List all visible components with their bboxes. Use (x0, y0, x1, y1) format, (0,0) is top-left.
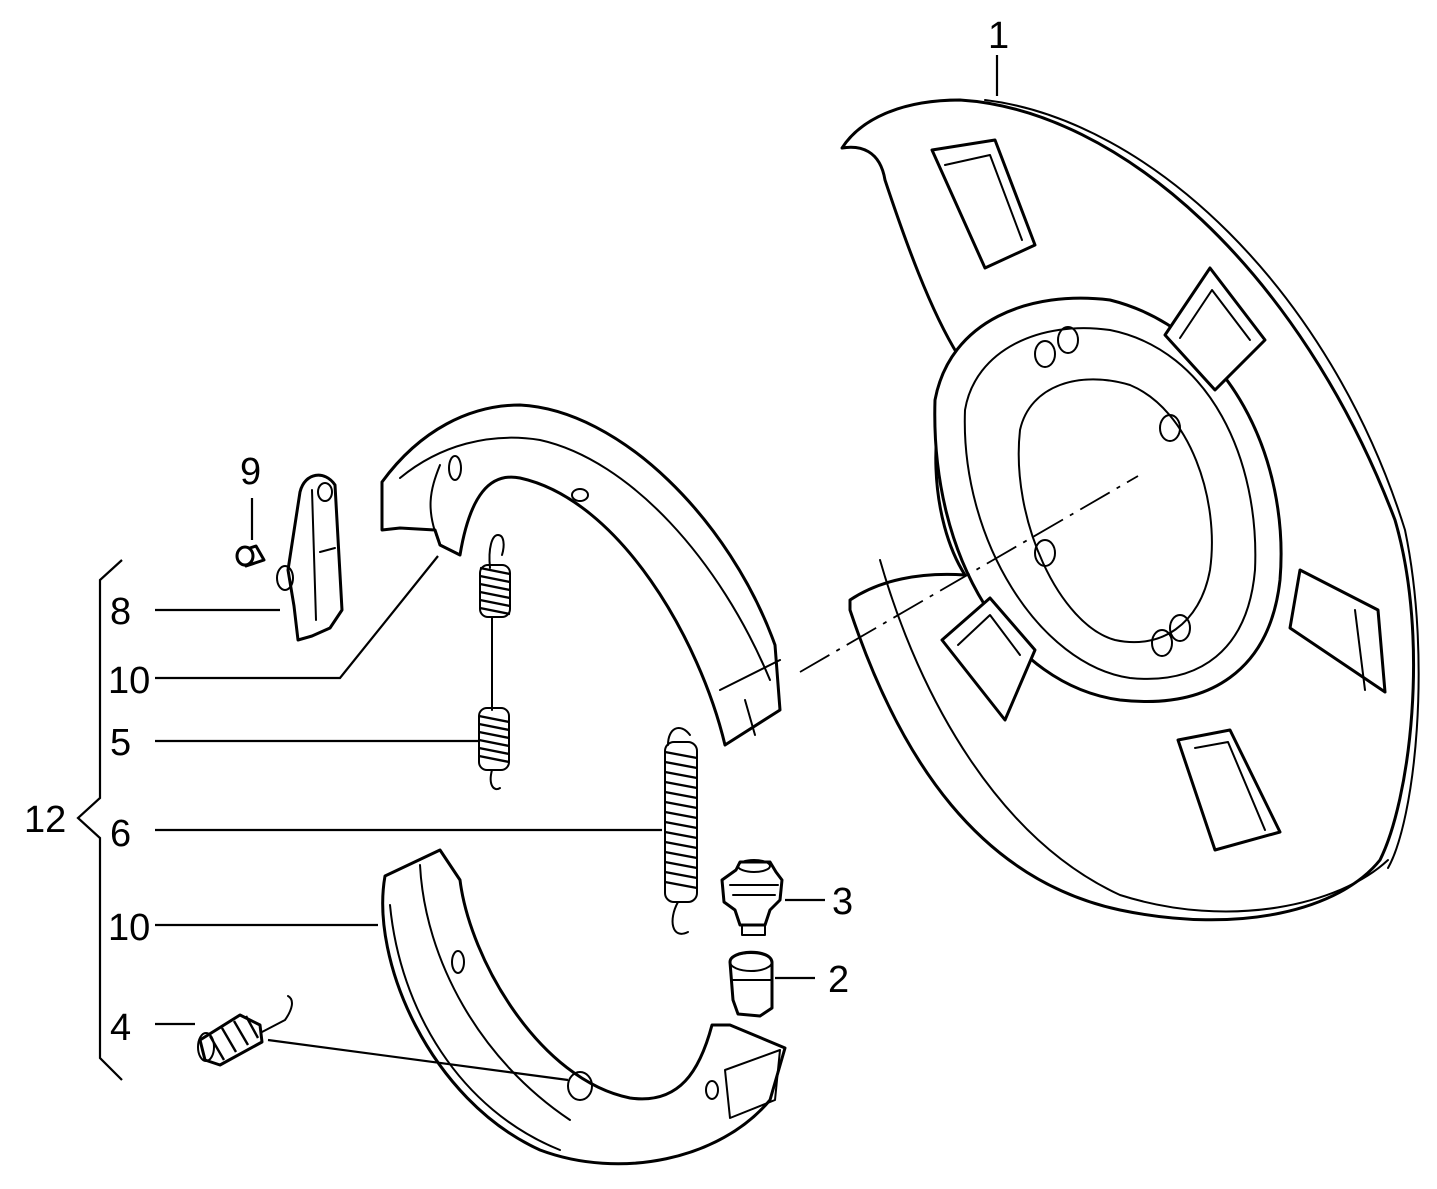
callout-2: 2 (828, 959, 849, 1001)
lower-return-spring (664, 726, 698, 935)
backing-plate (840, 98, 1420, 922)
adjuster-sleeve (728, 950, 774, 1018)
callout-5: 5 (110, 722, 131, 764)
callout-8: 8 (110, 591, 131, 633)
upper-brake-shoe (380, 403, 782, 747)
callout-6: 6 (110, 813, 131, 855)
adjuster-gear (720, 859, 784, 936)
centre-axis-line (799, 475, 1139, 673)
callout-10-lower: 10 (108, 907, 150, 949)
callout-labels: 1 2 3 4 5 6 8 9 10 10 12 (24, 15, 1009, 1049)
adjuster-lever (276, 473, 344, 642)
upper-return-spring (478, 534, 511, 790)
callout-9: 9 (240, 451, 261, 493)
leader-lines (155, 55, 999, 1082)
retaining-pin (235, 544, 266, 568)
callout-10-upper: 10 (108, 660, 150, 702)
group-bracket (76, 559, 123, 1081)
adjuster-screw (197, 995, 293, 1067)
callout-4: 4 (110, 1007, 131, 1049)
callout-12: 12 (24, 799, 66, 841)
callout-3: 3 (832, 881, 853, 923)
lower-brake-shoe (381, 848, 787, 1166)
callout-1: 1 (988, 15, 1009, 57)
